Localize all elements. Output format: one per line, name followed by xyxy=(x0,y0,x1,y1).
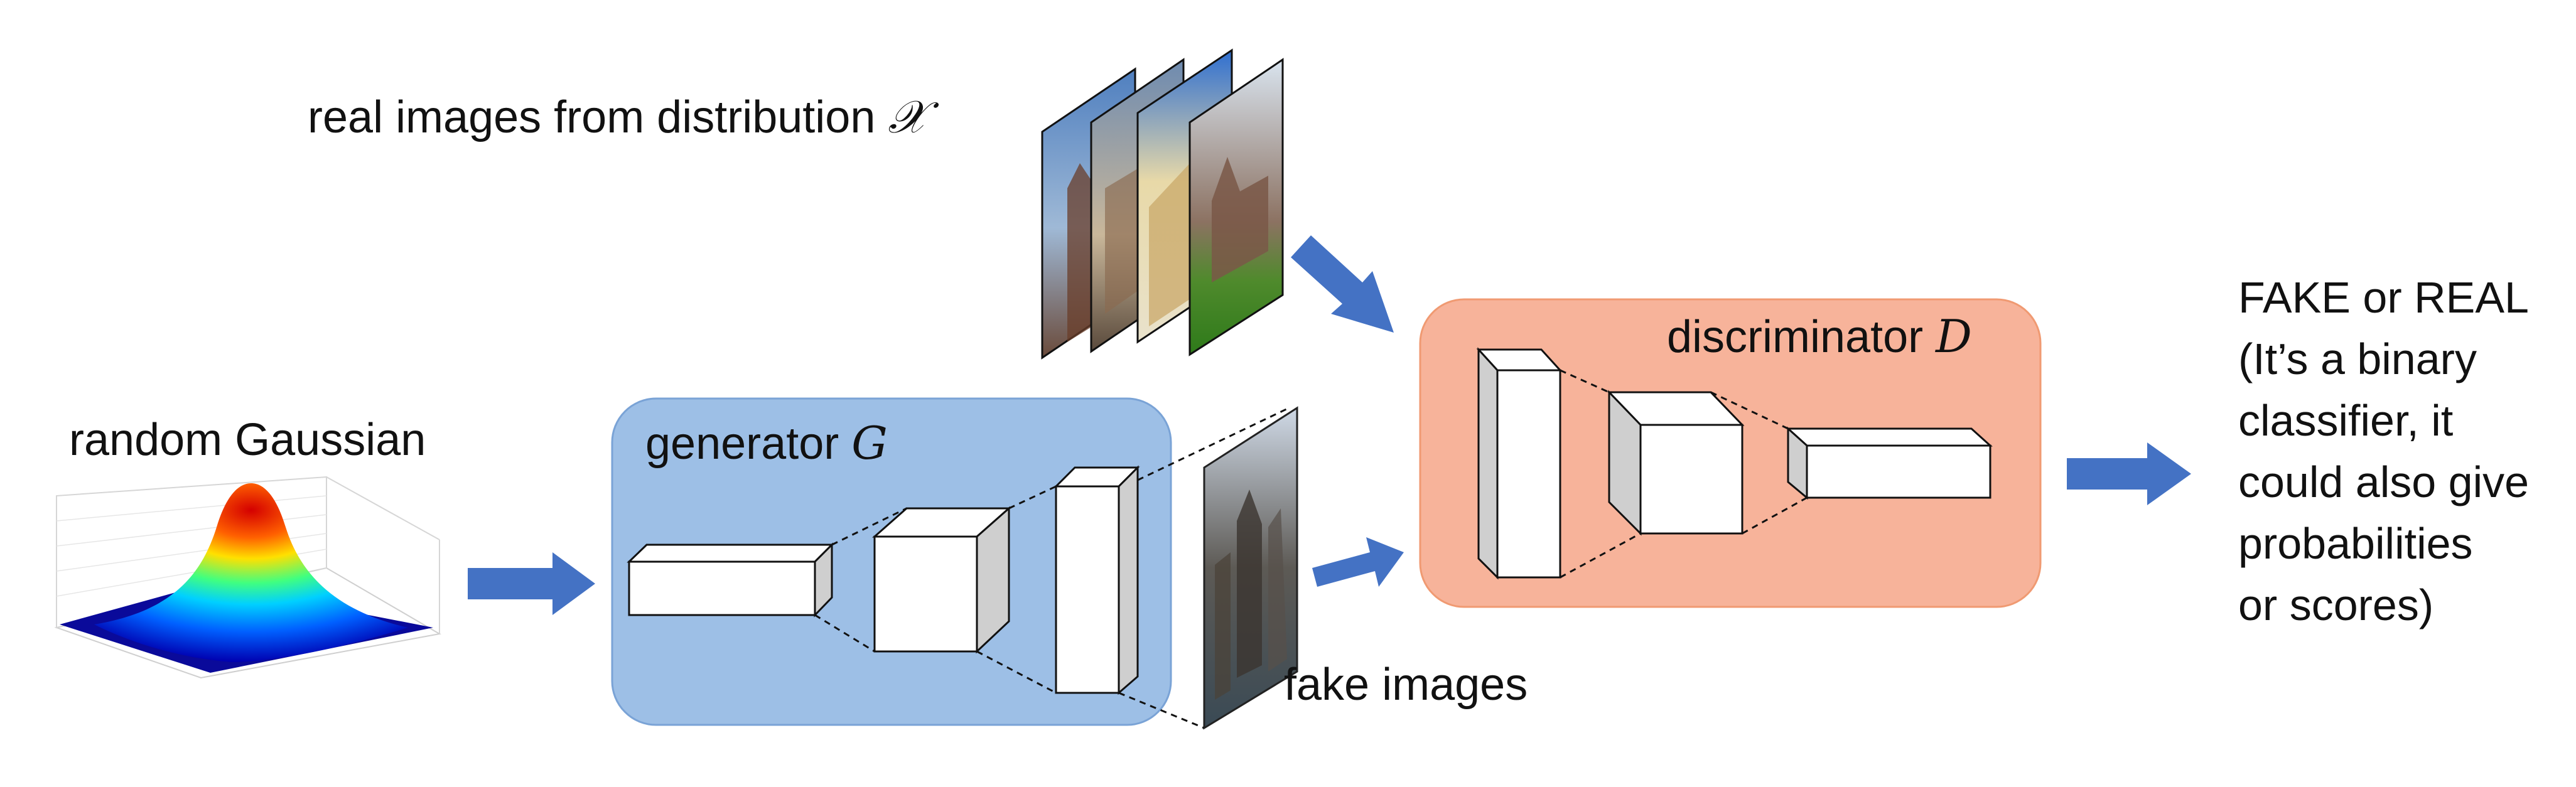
generator-layer-2 xyxy=(872,506,1011,654)
real-images-label: real images from distribution 𝒳 xyxy=(308,90,927,143)
output-line: classifier, it xyxy=(2238,396,2454,445)
discriminator-layer-2 xyxy=(1607,390,1745,536)
discriminator-symbol: D xyxy=(1936,310,1972,363)
discriminator-connections xyxy=(1560,369,1808,579)
input-arrow-icon xyxy=(468,552,595,615)
generator-symbol: G xyxy=(851,417,888,469)
generator-connections xyxy=(814,407,1290,729)
real-images-stack xyxy=(1041,48,1284,360)
output-line: probabilities xyxy=(2238,519,2473,568)
output-line: (It’s a binary xyxy=(2238,335,2477,383)
discriminator-layer-3 xyxy=(1786,426,1993,500)
distribution-symbol: 𝒳 xyxy=(888,90,927,143)
random-gaussian-label: random Gaussian xyxy=(69,415,426,465)
generator-label: generator G xyxy=(645,417,888,469)
gaussian-surface-icon xyxy=(54,476,441,679)
generator-layer-3 xyxy=(1054,465,1140,695)
output-line: or scores) xyxy=(2238,581,2434,629)
output-description: FAKE or REAL (It’s a binary classifier, … xyxy=(2238,267,2565,636)
fake-image xyxy=(1203,406,1298,730)
discriminator-label: discriminator D xyxy=(1667,310,1972,363)
generator-layer-1 xyxy=(627,542,834,618)
output-line: FAKE or REAL xyxy=(2238,273,2529,322)
output-arrow-icon xyxy=(2067,442,2191,505)
fake-images-label: fake images xyxy=(1284,660,1528,710)
output-line: could also give xyxy=(2238,458,2530,506)
fake-to-discriminator-arrow-icon xyxy=(1312,537,1404,587)
discriminator-layer-1 xyxy=(1476,347,1563,580)
real-to-discriminator-arrow-icon xyxy=(1291,235,1394,333)
